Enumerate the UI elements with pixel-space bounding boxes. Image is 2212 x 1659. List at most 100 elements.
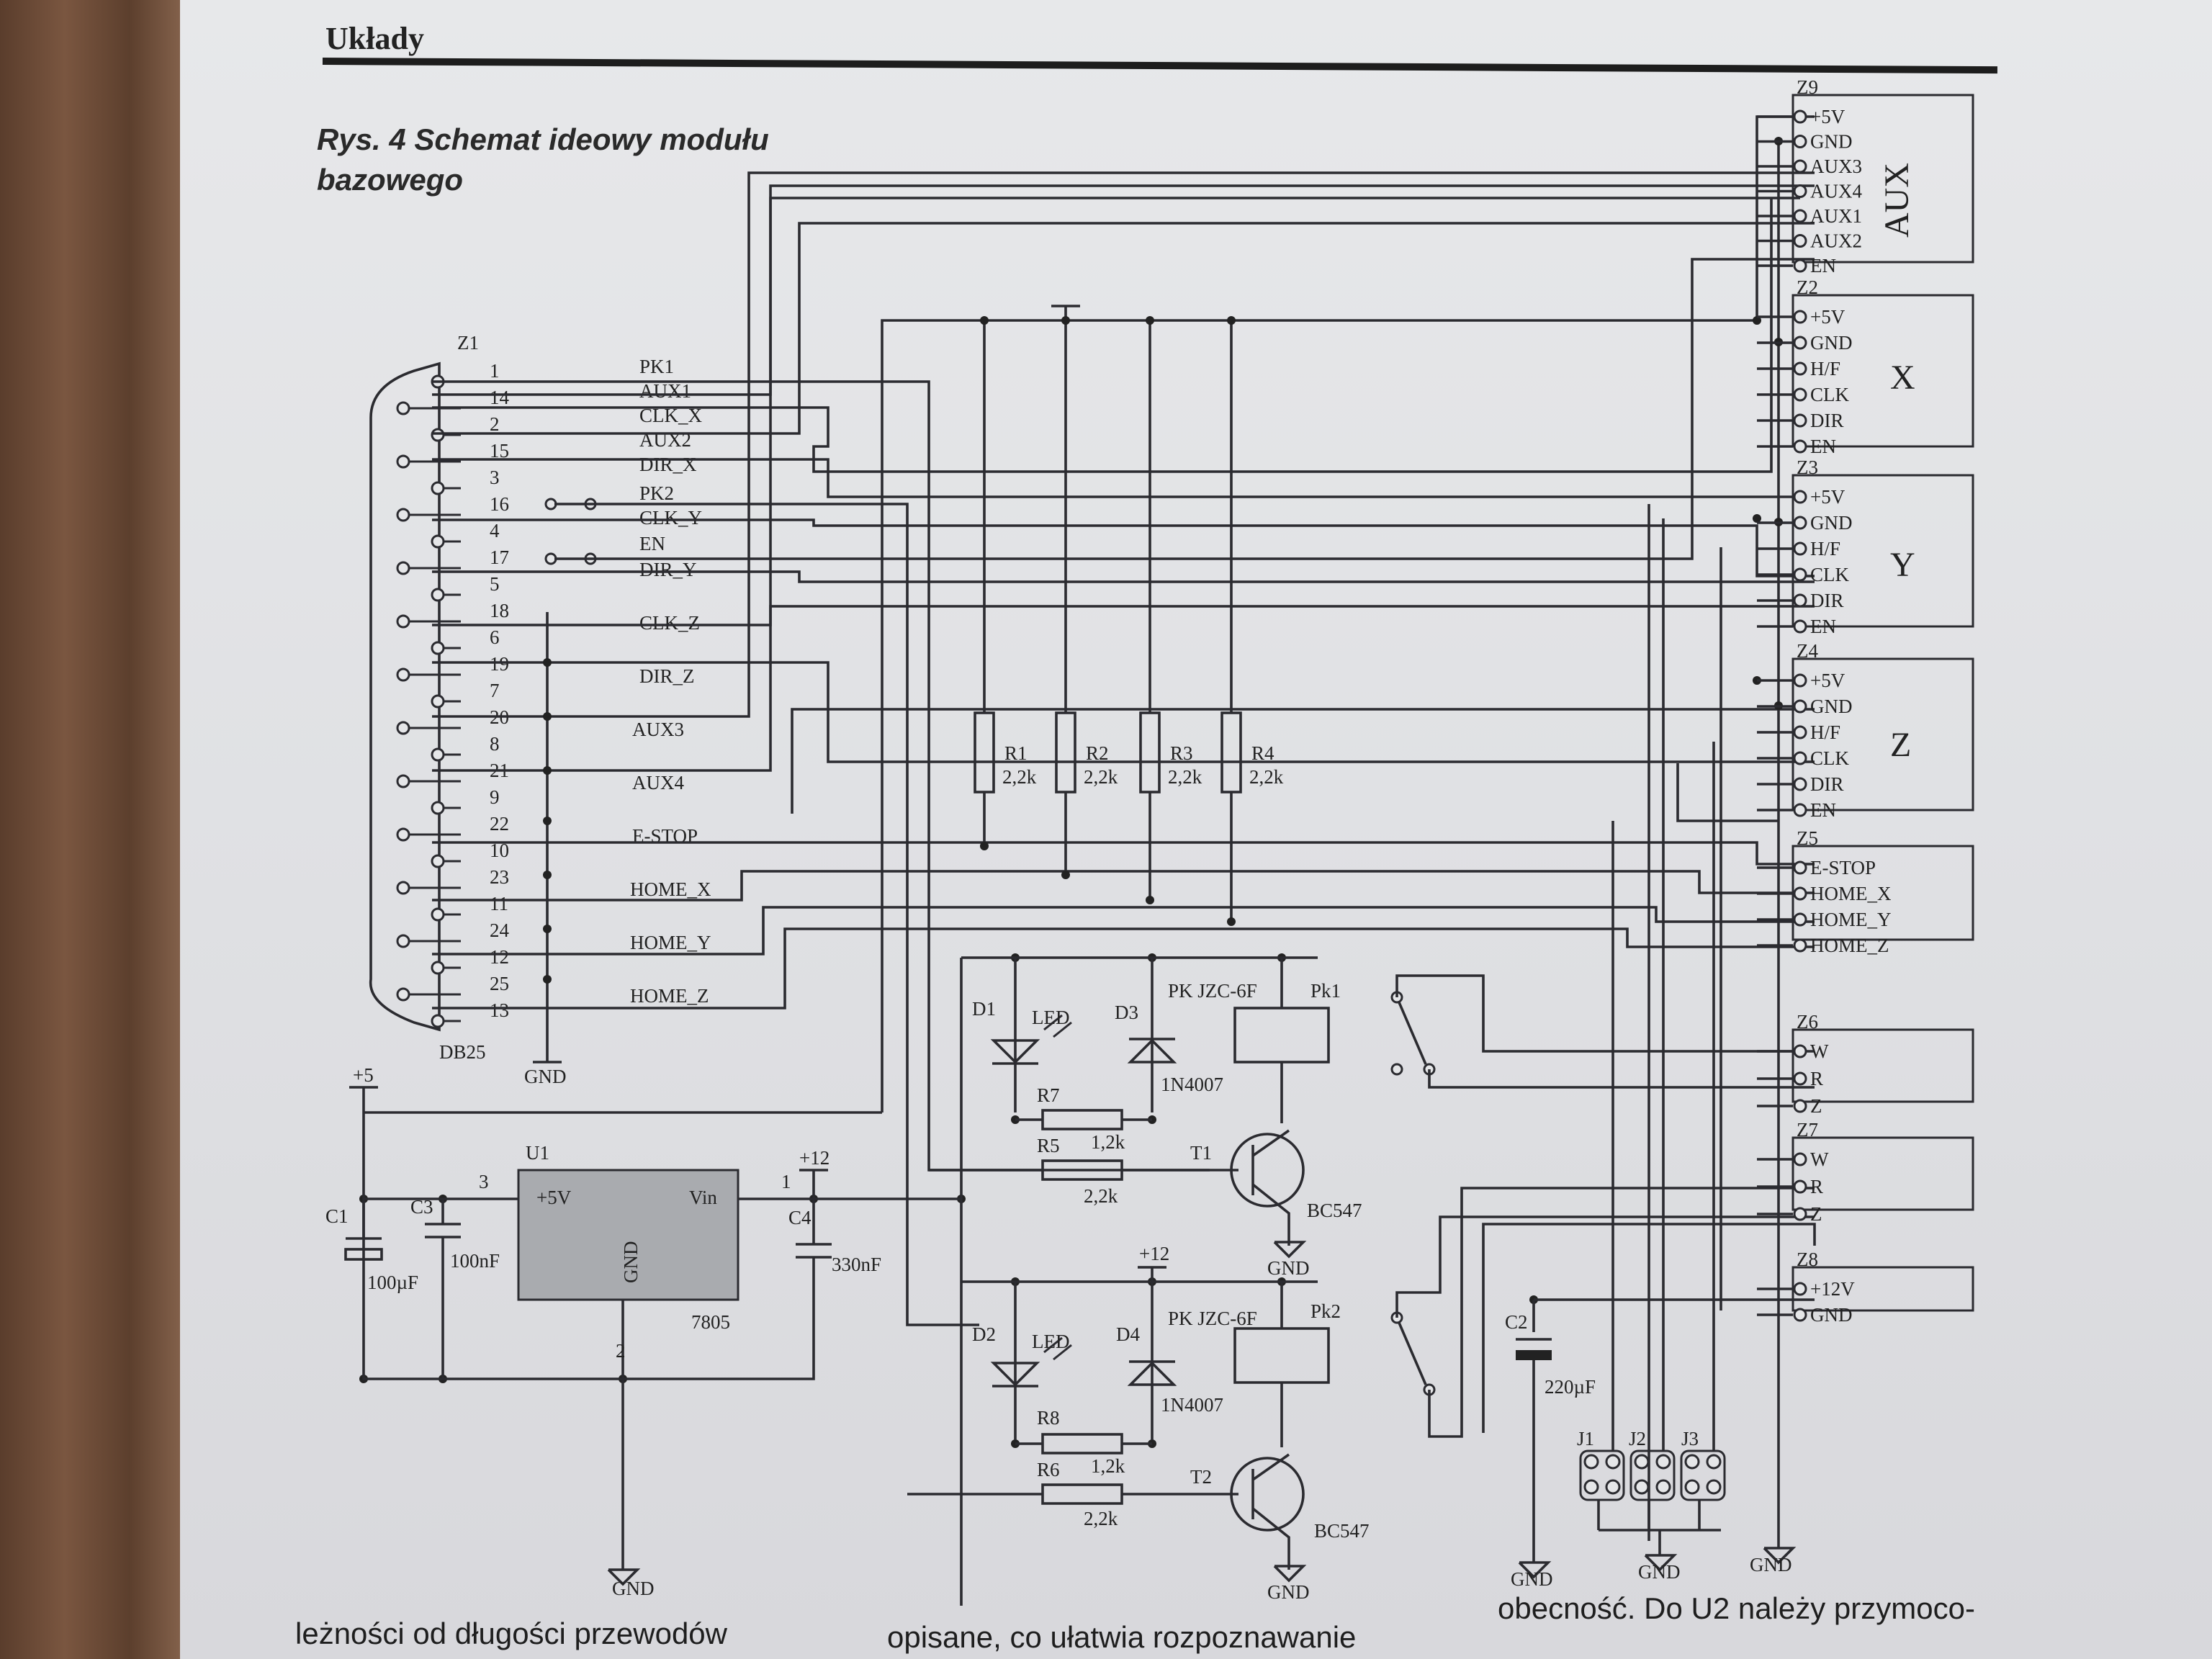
pullup-resistors: R1 2,2k R2 2,2k R3 2,2k R4 2,2k [974,711,1284,793]
z9-pin-label: +5V [1810,106,1845,127]
db25-pin [396,454,410,469]
pk1-type: PK JZC-6F [1168,980,1257,1002]
jumper-pin [1655,1454,1671,1470]
z3-pin-label: GND [1810,512,1853,534]
z2-pin-label: GND [1810,332,1853,354]
db25-pin-number: 8 [490,733,500,755]
z4-pin [1793,803,1807,817]
z2-pin-label: H/F [1810,358,1840,379]
r5-value: 2,2k [1084,1185,1118,1207]
jumper-gnd-label: GND [1638,1561,1681,1583]
z2-pin [1793,413,1807,428]
d1-ref: D1 [972,998,996,1020]
junction-dot [1146,316,1154,325]
db25-gnd-label: GND [524,1066,567,1087]
link-pad [544,552,557,565]
z2-pin-label: EN [1810,436,1836,457]
j2-ref: J2 [1629,1428,1646,1449]
r1-body [974,711,995,793]
t2-ref: T2 [1190,1466,1212,1488]
jumper-pin [1684,1454,1700,1470]
z2-pin-label: DIR [1810,410,1844,431]
d2-led-triangle [990,1362,1040,1387]
db25-connector: Z1 1142153164175186197208219221023112412… [369,332,597,1087]
sig-dir-y: DIR_Y [639,559,697,580]
db25-pin-number: 3 [490,467,500,488]
gnd-right-label: GND [1750,1554,1792,1575]
r2-value: 2,2k [1084,766,1118,788]
db25-pin [431,801,445,815]
z3-title: Y [1890,546,1915,584]
db25-signal-labels: PK1 AUX1 CLK_X AUX2 DIR_X PK2 CLK_Y EN D… [630,356,711,1007]
db25-pin [431,747,445,762]
junction-dot [980,316,989,325]
d4-ref: D4 [1116,1323,1140,1345]
jumper-pin [1583,1454,1599,1470]
z9-pin [1793,209,1807,223]
z9-ref: Z9 [1797,76,1818,98]
z8-pin-label: GND [1810,1304,1853,1326]
gnd-link-z [1676,763,1779,822]
z9-pin [1793,135,1807,148]
z4-pin-label: CLK [1810,747,1850,769]
c3-ref: C3 [410,1196,433,1218]
c1-value: 100µF [367,1272,418,1293]
r7-ref: R7 [1037,1084,1060,1106]
jumper-pin [1605,1479,1621,1495]
u1-pin1: 1 [781,1171,791,1192]
z9-pin-label: AUX3 [1810,156,1862,177]
ps-plus12-label: +12 [799,1147,830,1169]
d2-led-label: LED [1032,1331,1069,1352]
db25-pin-number: 6 [490,626,500,648]
plus5-rail [881,115,1815,1112]
db25-pin [396,561,410,575]
pk2-switch [1398,1322,1427,1385]
d4-type: 1N4007 [1161,1394,1223,1416]
wire-aux1 [432,197,1800,396]
c3-value: 100nF [450,1250,500,1272]
z5-pin [1793,938,1807,953]
z3-pin-label: DIR [1810,590,1844,611]
z3-pin-label: +5V [1810,486,1845,508]
z3-pin-label: EN [1810,616,1836,637]
r8-ref: R8 [1037,1407,1060,1429]
z6-pin-label: Z [1810,1095,1822,1117]
r7-body [1041,1109,1123,1130]
relay-contacts [1390,974,1816,1438]
wire-clk-z [432,661,1815,763]
pk2-common [1395,1215,1815,1318]
sig-pk2: PK2 [639,482,674,504]
db25-pin [396,401,410,415]
z8-pin-label: +12V [1810,1278,1855,1300]
t1-emitter [1251,1183,1290,1246]
db25-pin [431,641,445,655]
pk2-ref: Pk2 [1310,1300,1341,1322]
z7-pin-label: Z [1810,1203,1822,1225]
u1-type: 7805 [691,1311,730,1333]
z4-ref: Z4 [1797,640,1818,662]
junction-dot [980,842,989,850]
r7-value: 1,2k [1091,1131,1125,1153]
sig-aux3: AUX3 [632,719,684,740]
u1-out-label: +5V [536,1187,572,1208]
r6-body [1041,1483,1123,1505]
wire-pk2 [554,503,979,1326]
sig-home-y: HOME_Y [630,932,711,953]
d1-led-triangle [990,1039,1040,1064]
junction-dot [1061,871,1070,879]
db25-shell [369,361,441,1032]
db25-pin [396,721,410,735]
db25-pin-number: 22 [490,813,509,835]
z8-pin [1793,1282,1807,1296]
wire-en [554,258,1815,560]
r4-ref: R4 [1251,742,1274,764]
pk1-ref: Pk1 [1310,980,1341,1002]
z9-pin-label: AUX1 [1810,205,1862,227]
c4-value: 330nF [832,1254,881,1275]
d1-led-arrows [1043,1014,1072,1038]
r3-value: 2,2k [1168,766,1202,788]
z4-pin-label: +5V [1810,670,1845,691]
db25-pin-number: 17 [490,547,509,568]
db25-pin [396,667,410,682]
db25-pin-number: 23 [490,866,509,888]
